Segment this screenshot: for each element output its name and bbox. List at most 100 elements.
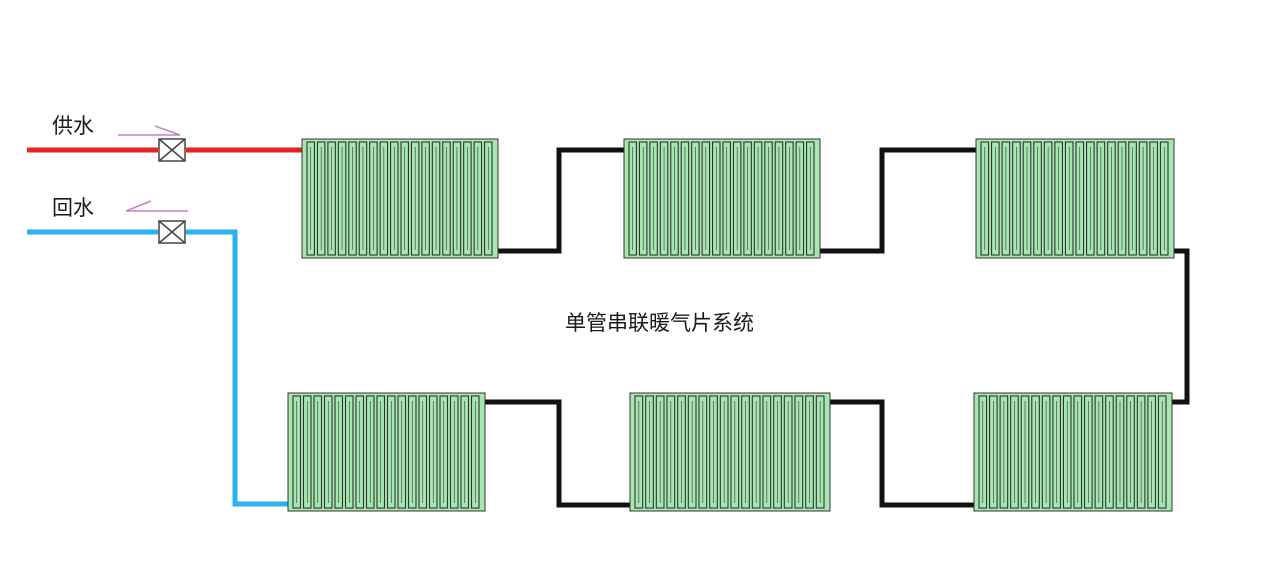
radiator-fin <box>449 395 459 509</box>
radiator-fin <box>1073 395 1083 509</box>
radiator-fin <box>442 141 451 256</box>
radiator-fin <box>805 395 814 509</box>
radiator-fin <box>400 141 409 256</box>
radiator <box>629 392 831 512</box>
radiator-fin <box>428 395 438 509</box>
radiator-fin <box>762 395 772 509</box>
radiator-fin <box>743 141 752 256</box>
radiator-fin <box>677 395 686 509</box>
radiator-fin <box>337 141 347 256</box>
series-pipe-5-4 <box>485 399 631 508</box>
radiator-fin <box>327 141 336 256</box>
radiator-fin <box>1147 395 1156 509</box>
radiator-fin <box>659 141 669 256</box>
radiator-fin <box>1031 395 1040 509</box>
return-valve-icon <box>158 220 186 244</box>
radiator-body <box>287 392 486 512</box>
radiator-fin <box>1043 141 1053 256</box>
radiator-fin <box>666 395 676 509</box>
radiator-fin <box>463 141 472 256</box>
radiator-fin <box>1022 141 1032 256</box>
radiator-fin <box>741 395 750 509</box>
radiator-fin <box>989 395 998 509</box>
radiator-fin <box>1054 141 1063 256</box>
radiator-fin <box>431 141 441 256</box>
radiator <box>975 138 1175 259</box>
diagram-title: 单管串联暖气片系统 <box>565 311 754 335</box>
radiator-fin <box>773 395 782 509</box>
return-label: 回水 <box>52 196 94 220</box>
radiator-fin <box>730 395 740 509</box>
radiator-fin <box>645 395 654 509</box>
radiator-fin <box>1105 395 1114 509</box>
radiator-fin <box>978 395 988 509</box>
radiator-fin <box>1062 395 1072 509</box>
radiator-body <box>973 392 1173 512</box>
radiator-fin <box>670 141 679 256</box>
radiator-fin <box>323 395 333 509</box>
radiator-fin <box>484 141 493 256</box>
radiator <box>287 392 486 512</box>
radiator-fin <box>376 395 386 509</box>
radiator-fin <box>1052 395 1061 509</box>
supply-flow-arrow-icon <box>118 125 181 136</box>
radiator-fin <box>1094 395 1104 509</box>
radiator-fin <box>1041 395 1051 509</box>
radiator-fin <box>1136 395 1146 509</box>
radiator-fin <box>774 141 784 256</box>
return-flow-arrow-icon <box>125 200 188 212</box>
radiator-fin <box>709 395 718 509</box>
radiator-fin <box>1001 141 1011 256</box>
series-pipe-1-2 <box>498 147 625 254</box>
radiator-fin <box>785 141 794 256</box>
radiator <box>301 138 499 259</box>
radiator-fin <box>680 141 690 256</box>
radiator-body <box>629 392 831 512</box>
radiator-fin <box>1138 141 1148 256</box>
radiator-fin <box>452 141 462 256</box>
radiator-fin <box>722 141 731 256</box>
radiator-fin <box>460 395 470 509</box>
radiator-fin <box>1107 141 1116 256</box>
supply-valve-icon <box>158 138 186 162</box>
radiator-fin <box>302 395 312 509</box>
supply-label: 供水 <box>52 114 94 138</box>
radiator-body <box>301 138 499 259</box>
radiator-fin <box>1012 141 1021 256</box>
return-pipe-riser <box>186 229 290 507</box>
radiator-fin <box>1128 141 1137 256</box>
radiator-fin <box>473 141 483 256</box>
radiator-fin <box>687 395 697 509</box>
radiator-fin <box>1033 141 1042 256</box>
radiator-fin <box>344 395 354 509</box>
radiator-fin <box>313 395 323 509</box>
radiator-fin <box>334 395 344 509</box>
radiator-fin <box>306 141 315 256</box>
radiator-fin <box>470 395 480 509</box>
radiator <box>973 392 1173 512</box>
radiator-fin <box>649 141 658 256</box>
radiator-fin <box>397 395 407 509</box>
radiator-fin <box>980 141 990 256</box>
radiator-fin <box>806 141 815 256</box>
radiator-fin <box>439 395 449 509</box>
radiator-fin <box>698 395 708 509</box>
radiator-fin <box>1157 395 1167 509</box>
radiator-fin <box>407 395 417 509</box>
radiator-fin <box>421 141 430 256</box>
radiator-fin <box>1159 141 1169 256</box>
radiator-fin <box>1075 141 1085 256</box>
radiator-fin <box>999 395 1009 509</box>
radiator-fin <box>764 141 773 256</box>
radiator-fin <box>1086 141 1095 256</box>
radiator-fin <box>1010 395 1019 509</box>
radiator-body <box>623 138 821 259</box>
series-pipe-6-5 <box>830 399 976 508</box>
radiator-fin <box>1126 395 1135 509</box>
radiator-fin <box>365 395 375 509</box>
radiator-fin <box>292 395 302 509</box>
series-pipe-2-3 <box>820 147 978 254</box>
radiator-fin <box>410 141 420 256</box>
radiator-fin <box>628 141 637 256</box>
